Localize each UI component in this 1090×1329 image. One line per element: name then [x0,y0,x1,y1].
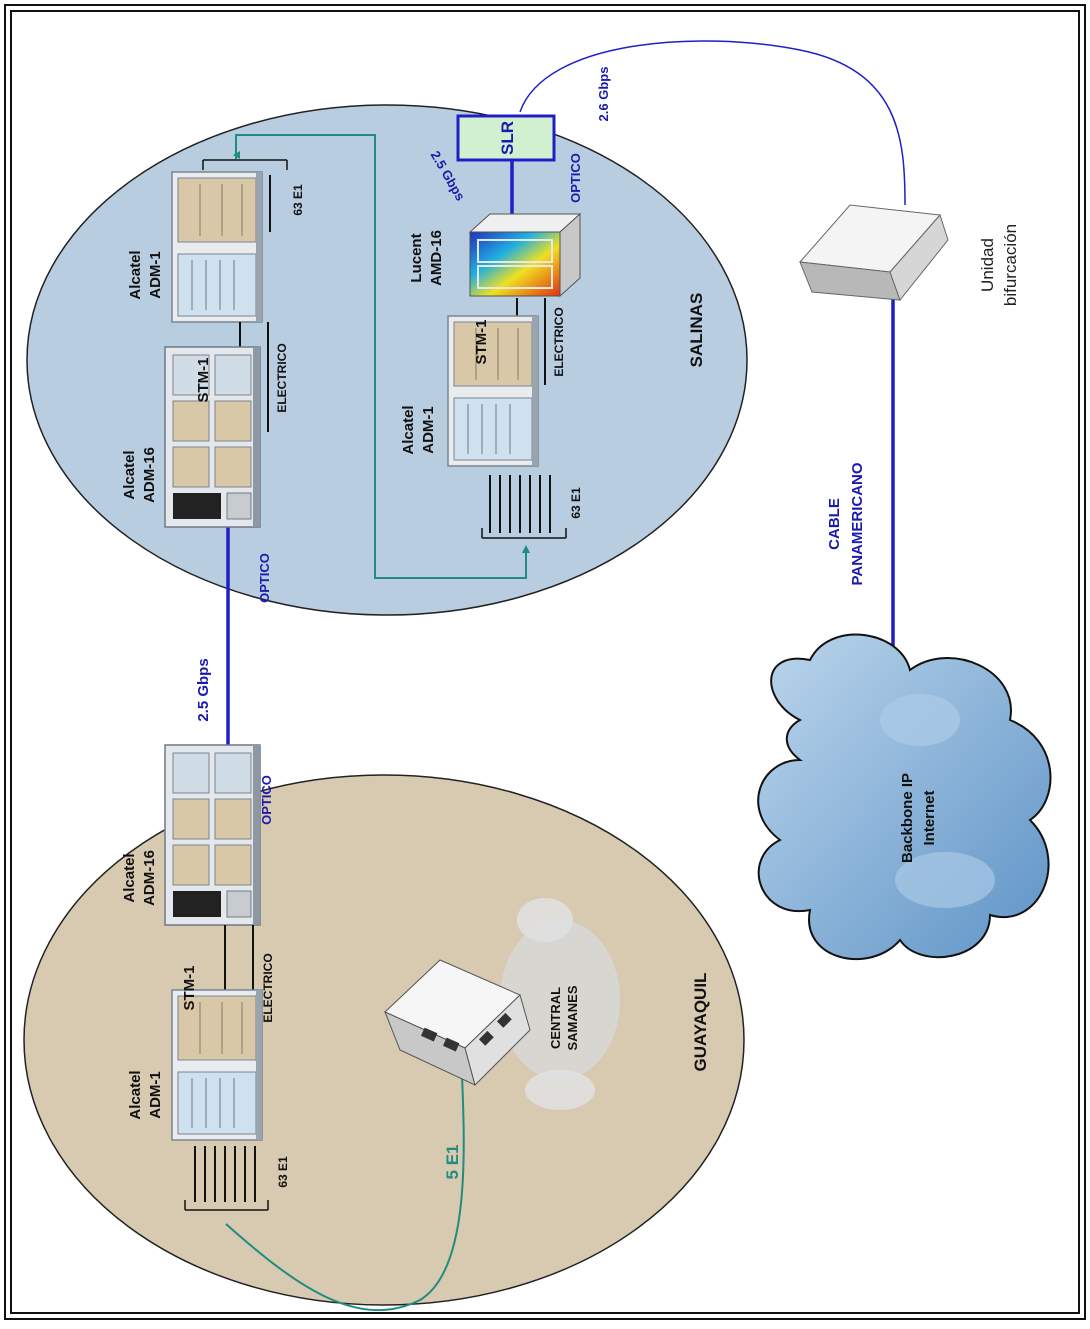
lucent-electrico-label: ELECTRICO [552,307,566,376]
guayaquil-adm1-tributaries [184,1146,269,1211]
guayaquil-adm16-label-1: Alcatel [121,853,138,902]
teal-arrow-head-top [233,151,240,159]
salinas-adm1-bottom-label-1: Alcatel [400,405,417,454]
backbone-label-2: Internet [921,790,938,845]
unidad-label-1: Unidad [978,238,997,292]
salinas-adm16-rack [164,346,261,528]
salinas-adm1-bottom-label-2: ADM-1 [420,406,437,454]
e1-teal-link [225,1074,465,1312]
guayaquil-adm1-label-2: ADM-1 [147,1071,164,1119]
salinas-adm16-label-1: Alcatel [121,450,138,499]
salinas-optico-label: OPTICO [257,553,272,603]
frame-inner [10,10,1080,1314]
salinas-adm1-top-rack [171,171,263,323]
salinas-teal-loop [235,134,527,579]
salinas-adm1-top-label-2: ADM-1 [147,251,164,299]
backbone-cloud [757,633,1052,961]
salinas-adm16-label-2: ADM-16 [141,447,158,503]
lucent-label-1: Lucent [408,233,425,282]
teal-arrow-head-bottom [522,545,530,553]
salinas-electrico-label: ELECTRICO [275,343,289,412]
salinas-region-label: SALINAS [687,293,706,368]
guayaquil-optico-label: OPTICO [259,775,274,825]
cable-label-2: PANAMERICANO [849,462,866,585]
slr-unidad-rate-label: 2.6 Gbps [596,67,611,122]
cable-label-1: CABLE [826,498,843,550]
lucent-stm1-label: STM-1 [473,320,490,365]
guayaquil-stm1-label: STM-1 [181,966,198,1011]
central-label-1: CENTRAL [548,987,563,1049]
guayaquil-adm1-rack [171,989,263,1141]
backbone-label-1: Backbone IP [899,773,916,863]
unidad-label-2: bifurcación [1001,224,1020,306]
salinas-adm1-bottom-rack [447,315,539,467]
salinas-bottom-63e1-label: 63 E1 [569,487,583,519]
salinas-stm1-label: STM-1 [195,358,212,403]
salinas-region [26,104,748,616]
salinas-adm1-bottom-tributaries [481,475,567,539]
central-label-2: SAMANES [565,985,580,1050]
slr-box [456,114,556,162]
guayaquil-63e1-label: 63 E1 [276,1156,290,1188]
guayaquil-adm16-label-2: ADM-16 [141,850,158,906]
guayaquil-adm1-label-1: Alcatel [127,1070,144,1119]
lucent-label-2: AMD-16 [428,230,445,286]
slr-unidad-link [519,40,906,206]
salinas-adm1-top-label-1: Alcatel [127,250,144,299]
trunk-rate-label: 2.5 Gbps [195,658,212,721]
guayaquil-region-label: GUAYAQUIL [691,973,710,1072]
slr-label: SLR [498,121,517,155]
frame-outer [4,4,1086,1320]
central-samanes-building [384,898,620,1110]
slr-optico-label: OPTICO [568,153,583,203]
five-e1-label: 5 E1 [443,1145,462,1180]
guayaquil-electrico-label: ELECTRICO [261,953,275,1022]
lucent-amd16-unit [468,212,582,298]
unidad-bifurcacion-device [798,204,949,302]
guayaquil-adm16-rack [164,744,261,926]
salinas-top-63e1-label: 63 E1 [291,184,305,216]
